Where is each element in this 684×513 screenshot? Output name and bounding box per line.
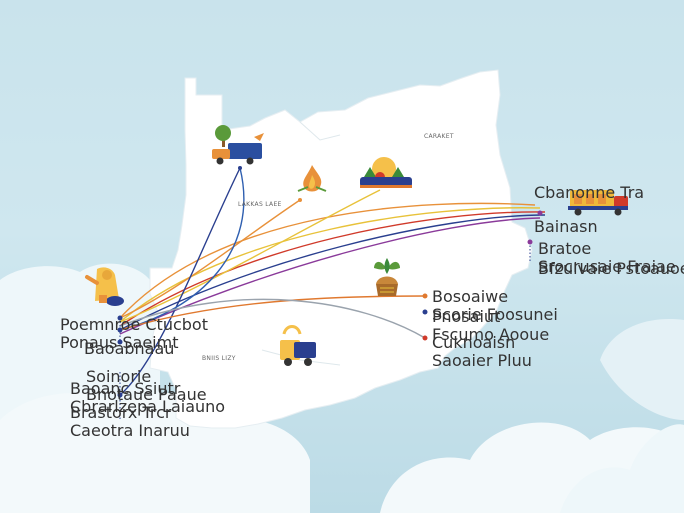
left-label-5-title: Brastorx Trcr [70, 403, 172, 422]
flow-line-orange-2 [119, 199, 301, 319]
left-label-1: Poemnroe Ctucbot Ponaus Saeimt [60, 315, 208, 353]
middle-label-1: Bosoaiwe Scorie Foosunei [432, 287, 558, 325]
flow-line-navy-2 [119, 167, 241, 396]
region-label-north-east: CARAKET [424, 133, 454, 140]
left-label-4-sub: Cbrarlzepa Laiauno [70, 397, 226, 417]
middle-label-3: Cuknoaisn Saoaier Pluu [432, 333, 532, 371]
right-label-1-title: Cbanonne Tra [534, 183, 645, 202]
middle-label-3-title: Cuknoaisn [432, 333, 516, 352]
flow-lines [119, 167, 546, 396]
flow-line-red-1 [119, 211, 546, 327]
flow-line-yellow-2 [119, 189, 381, 323]
flow-line-navy-1 [119, 214, 546, 331]
map-shape [149, 69, 533, 429]
left-label-4: Baoanc Ssiutr Cbrarlzepa Laiauno [70, 379, 226, 417]
flow-line-gray [119, 298, 426, 339]
flow-line-orange-3 [119, 295, 426, 331]
freight-truck-icon [568, 190, 628, 216]
left-label-2-title: Baoabnaau [84, 339, 175, 358]
left-label-1-title: Poemnroe Ctucbot [60, 315, 208, 334]
connector-dots [117, 166, 543, 398]
left-label-2: Baoabnaau [84, 339, 175, 358]
left-label-3-title: Soinorie [86, 367, 152, 386]
left-label-3: Soinorie Bnotaue Paaue [86, 367, 207, 405]
tree-truck-icon [212, 125, 264, 165]
left-label-3-sub: Bnotaue Paaue [86, 385, 207, 405]
flow-line-orange-1 [119, 202, 536, 319]
left-label-4-title: Baoanc Ssiutr [70, 379, 181, 398]
left-label-1-sub: Ponaus Saeimt [60, 333, 179, 353]
map-borders [261, 121, 341, 366]
cloud-right-top [600, 319, 684, 420]
produce-basket-icon [360, 157, 412, 188]
right-label-2: Bratoe Srocrusaie Fraiae [538, 239, 676, 277]
plant-icon [374, 258, 400, 296]
right-label-1-sub: Bainasn [534, 217, 598, 237]
flow-line-blue-3 [119, 167, 245, 331]
left-label-5: Brastorx Trcr Caeotra Inaruu [70, 403, 190, 441]
left-label-5-sub: Caeotra Inaruu [70, 421, 190, 441]
middle-label-2-sub: Fscumo Aooue [432, 325, 550, 345]
middle-label-1-sub: Scorie Foosunei [432, 305, 558, 325]
cloud-right [560, 424, 684, 513]
delivery-truck-icon [280, 325, 316, 366]
right-label-1: Cbanonne Tra Bainasn [534, 183, 645, 237]
right-label-2-title: Bratoe [538, 239, 592, 258]
flame-icon [297, 165, 327, 192]
worker-icon [85, 267, 124, 306]
middle-label-2: Pnosaiut Fscumo Aooue [432, 307, 550, 345]
region-label-center: LAKKAS LAEE [238, 201, 282, 208]
right-label-2-sub: Srocrusaie Fraiae [538, 257, 676, 277]
middle-label-1-title: Bosoaiwe [432, 287, 509, 306]
middle-label-2-title: Pnosaiut [432, 307, 501, 326]
region-label-south: BNIIS LIZY [202, 355, 236, 362]
middle-label-3-sub: Saoaier Pluu [432, 351, 532, 371]
right-label-3: Bfzulvaie Pstoauoe [538, 259, 684, 278]
flow-line-yellow-1 [119, 207, 541, 323]
right-label-3-sub: Bfzulvaie Pstoauoe [538, 259, 684, 278]
